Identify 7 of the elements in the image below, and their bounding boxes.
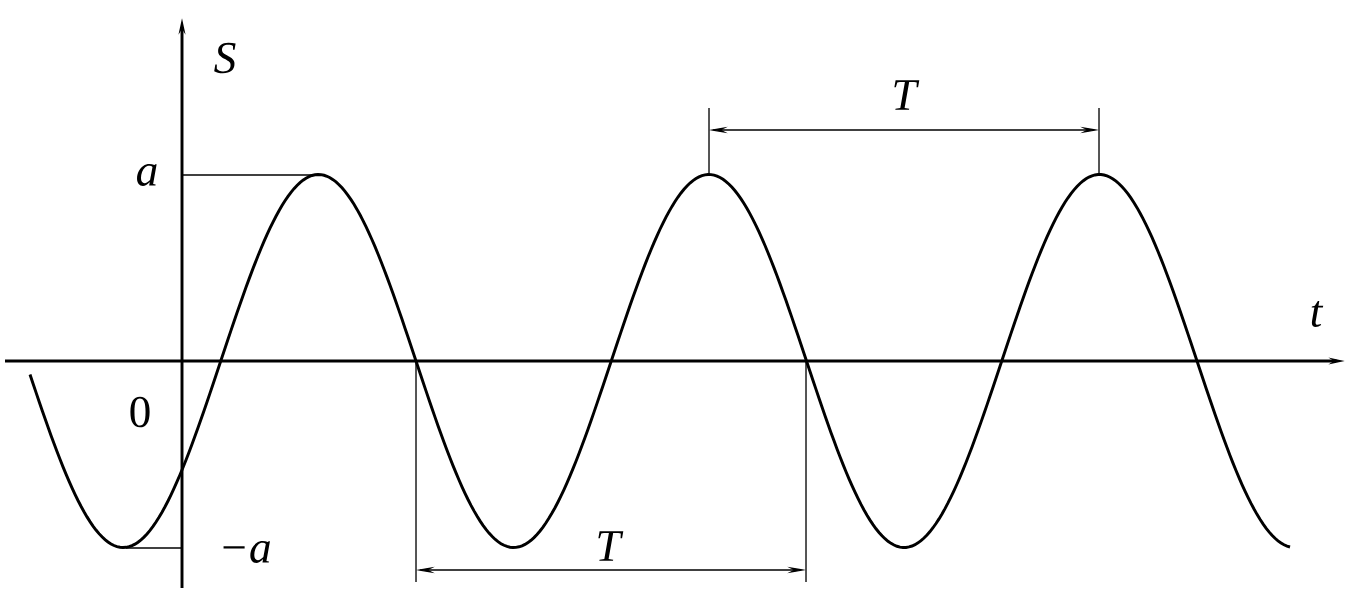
axis-label: S [214,42,236,74]
axis-label: t [1311,301,1324,327]
dimension-label: T [598,531,624,561]
axis-label: 0 [130,396,150,428]
axis-label: a [137,164,157,186]
dimension-label: T [894,80,920,110]
axis-label: −a [223,541,270,563]
